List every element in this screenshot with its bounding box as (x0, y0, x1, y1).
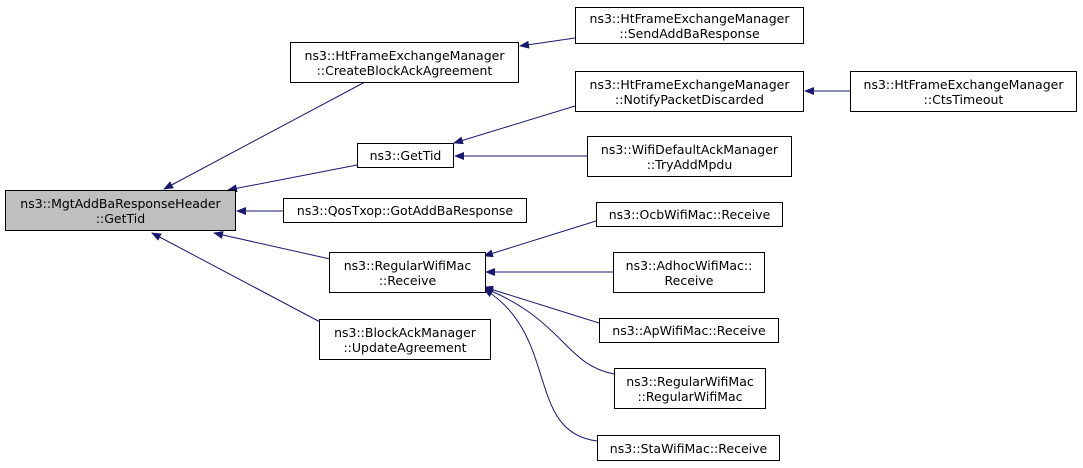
node-line: ns3::OcbWifiMac::Receive (608, 207, 771, 222)
node-mgt-add-ba-response-header-get-tid: ns3::MgtAddBaResponseHeader ::GetTid (5, 190, 236, 231)
node-line: ns3::RegularWifiMac (343, 257, 472, 273)
node-line: ::TryAddMpdu (646, 156, 733, 172)
node-line: Receive (664, 272, 714, 288)
edge-regular-ctor-to-regular-receive (483, 287, 615, 375)
node-line: ns3::QosTxop::GotAddBaResponse (296, 203, 514, 218)
edge-send-addba-response-to-create-block-ack (519, 37, 576, 49)
node-line: ns3::ApWifiMac::Receive (612, 323, 766, 338)
node-line: ns3::HtFrameExchangeManager (863, 76, 1064, 92)
node-ocb-wifi-mac-receive[interactable]: ns3::OcbWifiMac::Receive (596, 202, 783, 227)
node-line: ns3::AdhocWifiMac:: (625, 257, 753, 273)
node-cts-timeout[interactable]: ns3::HtFrameExchangeManager ::CtsTimeout (850, 71, 1077, 112)
node-block-ack-manager-update-agreement[interactable]: ns3::BlockAckManager ::UpdateAgreement (319, 319, 491, 360)
edge-sta-receive-to-regular-receive (483, 288, 598, 442)
node-line: ::SendAddBaResponse (619, 25, 760, 41)
node-line: ns3::HtFrameExchangeManager (589, 10, 790, 26)
node-line: ns3::RegularWifiMac (626, 373, 754, 389)
node-notify-packet-discarded[interactable]: ns3::HtFrameExchangeManager ::NotifyPack… (575, 71, 804, 112)
node-get-tid[interactable]: ns3::GetTid (357, 143, 454, 168)
node-line: ::CreateBlockAckAgreement (316, 62, 493, 78)
node-send-addba-response[interactable]: ns3::HtFrameExchangeManager ::SendAddBaR… (575, 7, 804, 44)
node-line: ::Receive (378, 272, 437, 288)
node-adhoc-wifi-mac-receive[interactable]: ns3::AdhocWifiMac:: Receive (613, 252, 765, 293)
edge-regular-receive-to-root (213, 231, 331, 260)
edge-get-tid-to-root (227, 164, 358, 193)
node-line: ns3::MgtAddBaResponseHeader (20, 195, 221, 211)
node-regular-wifi-mac-receive[interactable]: ns3::RegularWifiMac ::Receive (329, 252, 486, 293)
node-line: ns3::WifiDefaultAckManager (600, 141, 779, 157)
node-line: ns3::StaWifiMac::Receive (609, 440, 768, 456)
edge-ap-receive-to-regular-receive (483, 285, 600, 324)
node-line: ns3::GetTid (369, 148, 442, 163)
node-line: ::CtsTimeout (923, 91, 1004, 107)
node-got-addba-response[interactable]: ns3::QosTxop::GotAddBaResponse (283, 198, 527, 223)
node-line: ::UpdateAgreement (343, 339, 467, 355)
edge-create-block-ack-to-root (163, 81, 366, 190)
node-regular-wifi-mac-constructor[interactable]: ns3::RegularWifiMac ::RegularWifiMac (614, 368, 766, 409)
node-line: ::NotifyPacketDiscarded (615, 91, 764, 107)
node-sta-wifi-mac-receive[interactable]: ns3::StaWifiMac::Receive (597, 435, 780, 461)
node-create-block-ack-agreement[interactable]: ns3::HtFrameExchangeManager ::CreateBloc… (290, 42, 519, 83)
node-line: ::RegularWifiMac (637, 388, 743, 404)
node-ap-wifi-mac-receive[interactable]: ns3::ApWifiMac::Receive (599, 318, 779, 343)
edge-ocb-receive-to-regular-receive (483, 220, 597, 258)
node-try-add-mpdu[interactable]: ns3::WifiDefaultAckManager ::TryAddMpdu (587, 136, 792, 177)
node-line: ::GetTid (95, 210, 146, 226)
edge-notify-packet-discarded-to-get-tid (453, 105, 576, 145)
node-line: ns3::BlockAckManager (334, 324, 476, 340)
node-line: ns3::HtFrameExchangeManager (304, 47, 505, 63)
node-line: ns3::HtFrameExchangeManager (589, 76, 790, 92)
edge-update-agreement-to-root (151, 232, 323, 324)
